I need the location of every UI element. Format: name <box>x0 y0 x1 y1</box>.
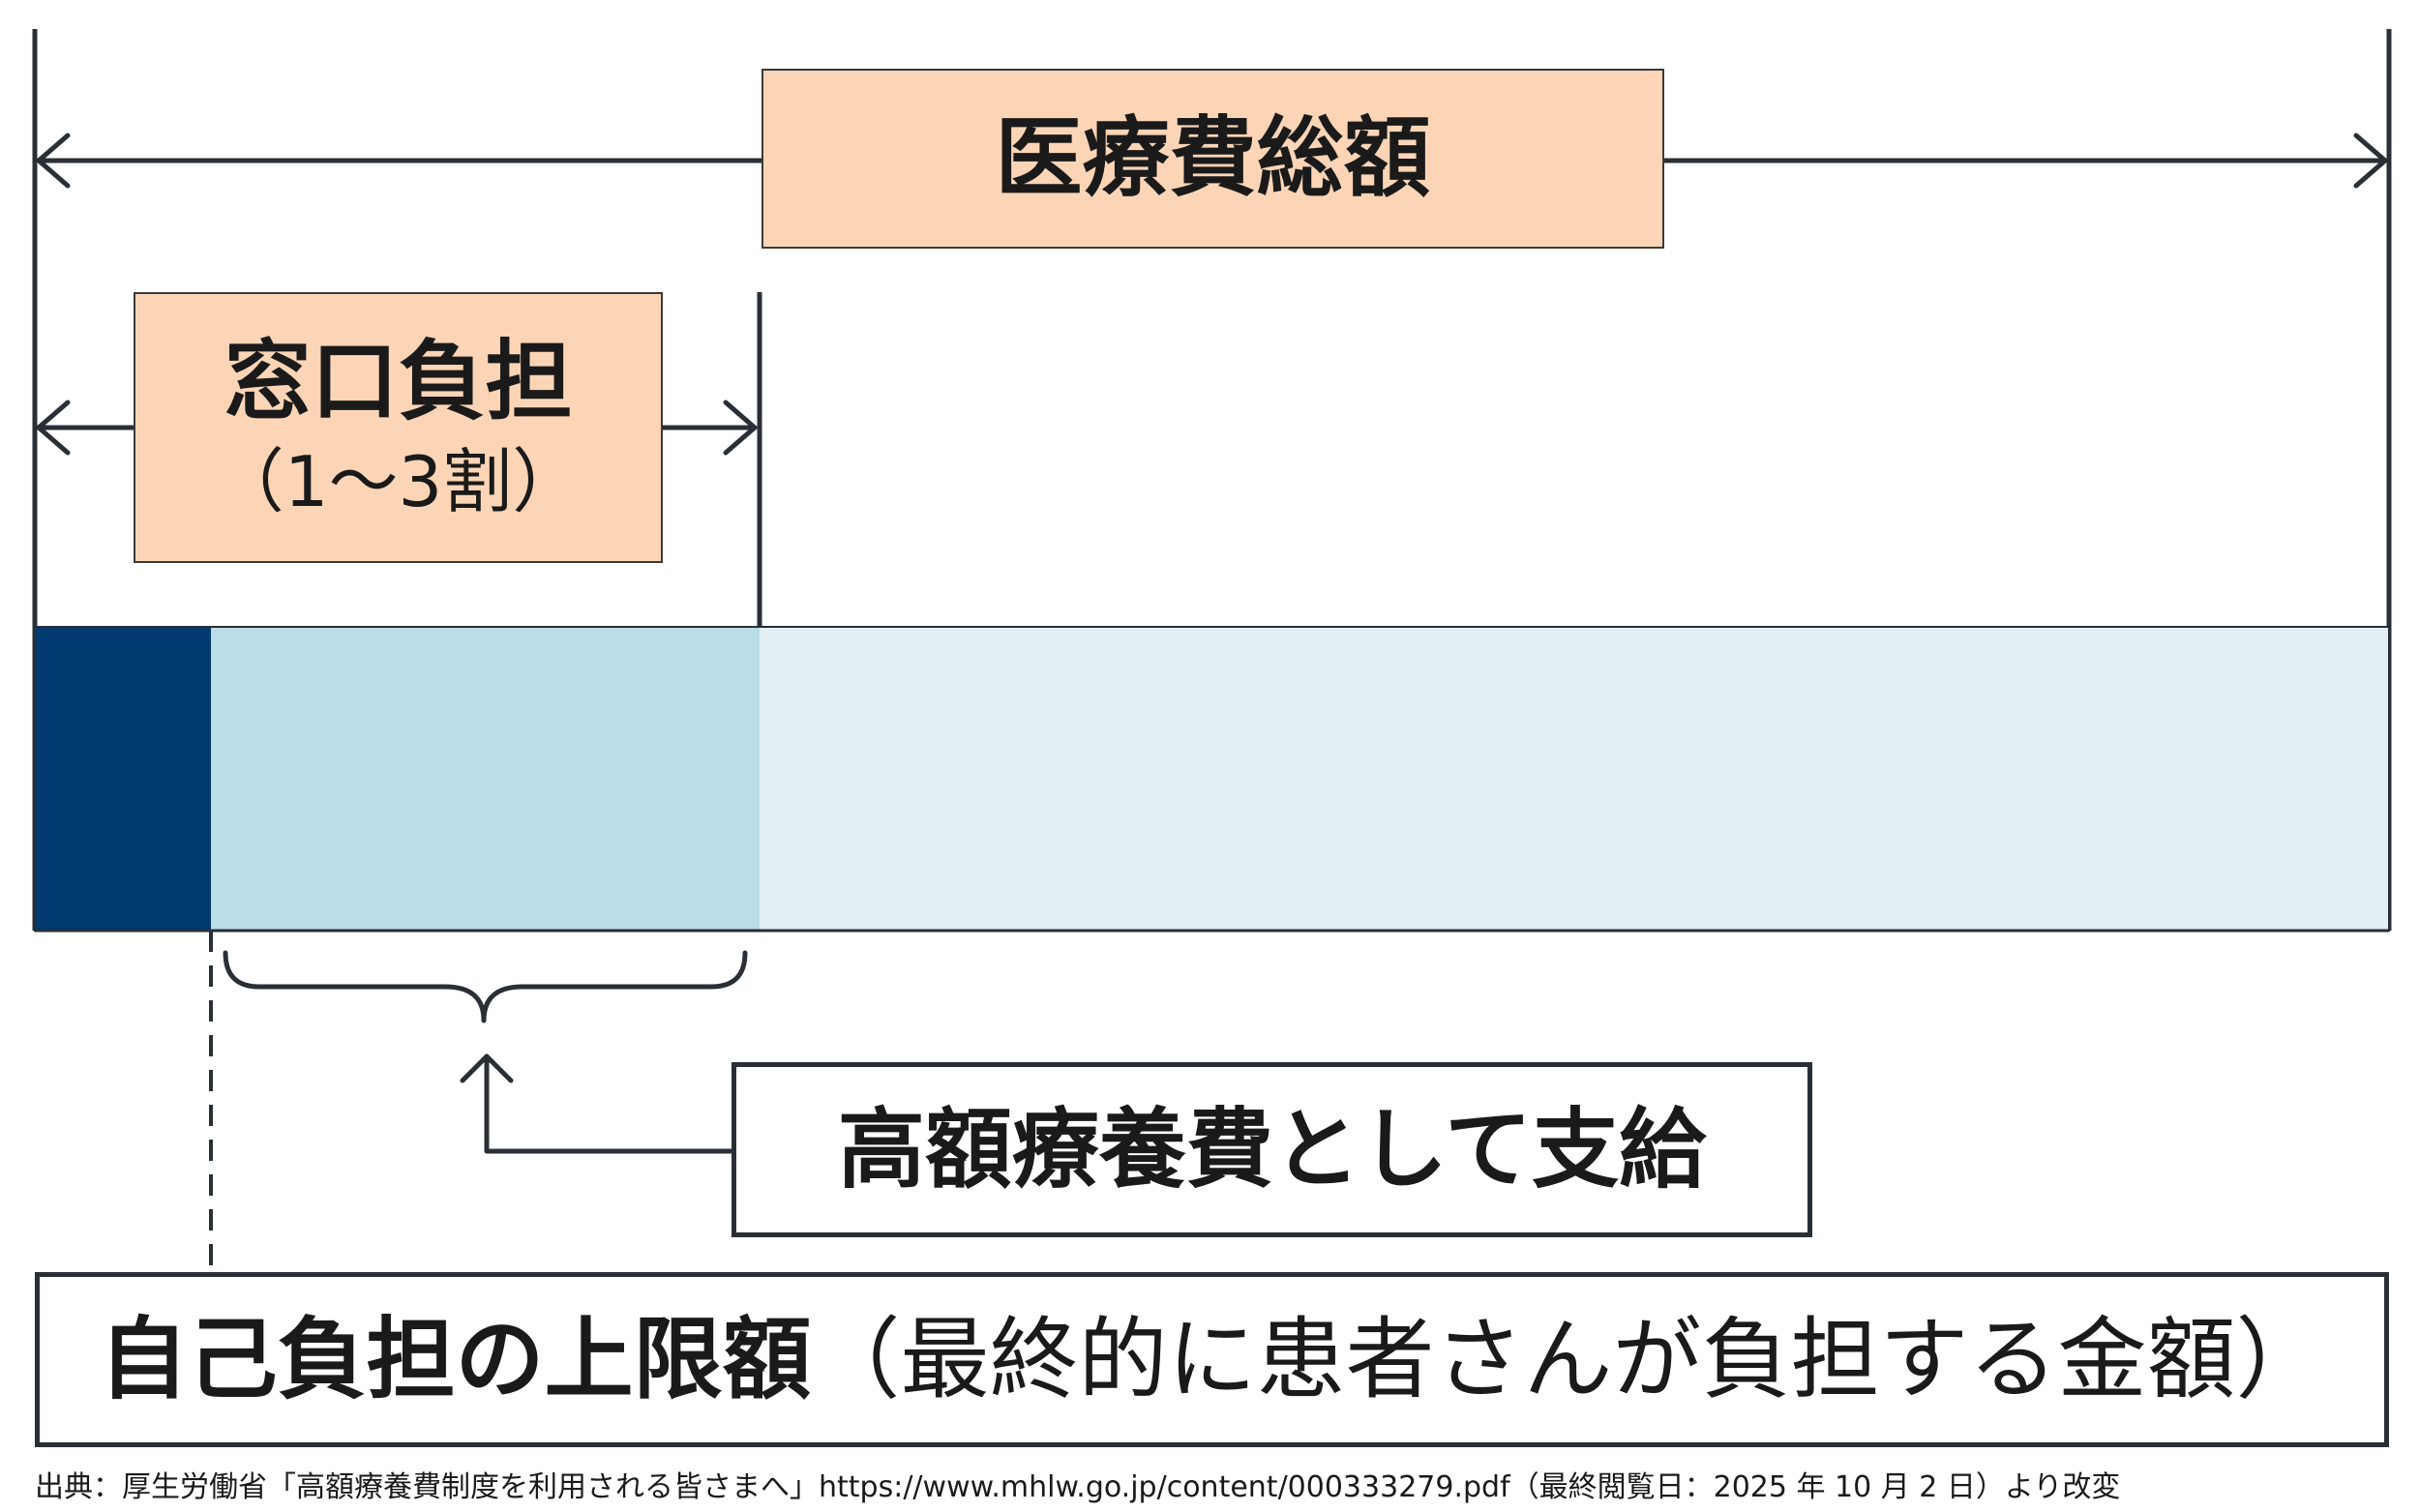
self-pay-limit-label: 自己負担の上限額（最終的に患者さんが負担する金額） <box>35 1272 2389 1447</box>
self-pay-limit-title: 自己負担の上限額 <box>99 1307 812 1411</box>
total-cost-arrow <box>36 133 2388 189</box>
self-pay-limit-text: 自己負担の上限額（最終的に患者さんが負担する金額） <box>99 1315 2324 1405</box>
self-pay-limit-bar <box>35 627 211 931</box>
refund-text: 高額療養費として支給 <box>837 1098 1707 1201</box>
refund-brace <box>223 950 748 1023</box>
window-payment-label: 窓口負担 （1～3割） <box>134 292 663 563</box>
refund-portion-bar <box>211 627 760 931</box>
refund-pointer-arrow <box>460 1053 736 1154</box>
total-cost-text: 医療費総額 <box>995 107 1431 209</box>
refund-label: 高額療養費として支給 <box>732 1062 1812 1237</box>
window-payment-title: 窓口負担 <box>224 331 573 432</box>
source-citation: 出典：厚生労働省「高額療養費制度を利用される皆さまへ」https://www.m… <box>35 1470 2121 1504</box>
window-payment-ratio: （1～3割） <box>214 441 582 522</box>
window-payment-arrow <box>36 400 758 456</box>
total-cost-label: 医療費総額 <box>762 69 1664 249</box>
self-pay-limit-note: （最終的に患者さんが負担する金額） <box>811 1307 2325 1411</box>
